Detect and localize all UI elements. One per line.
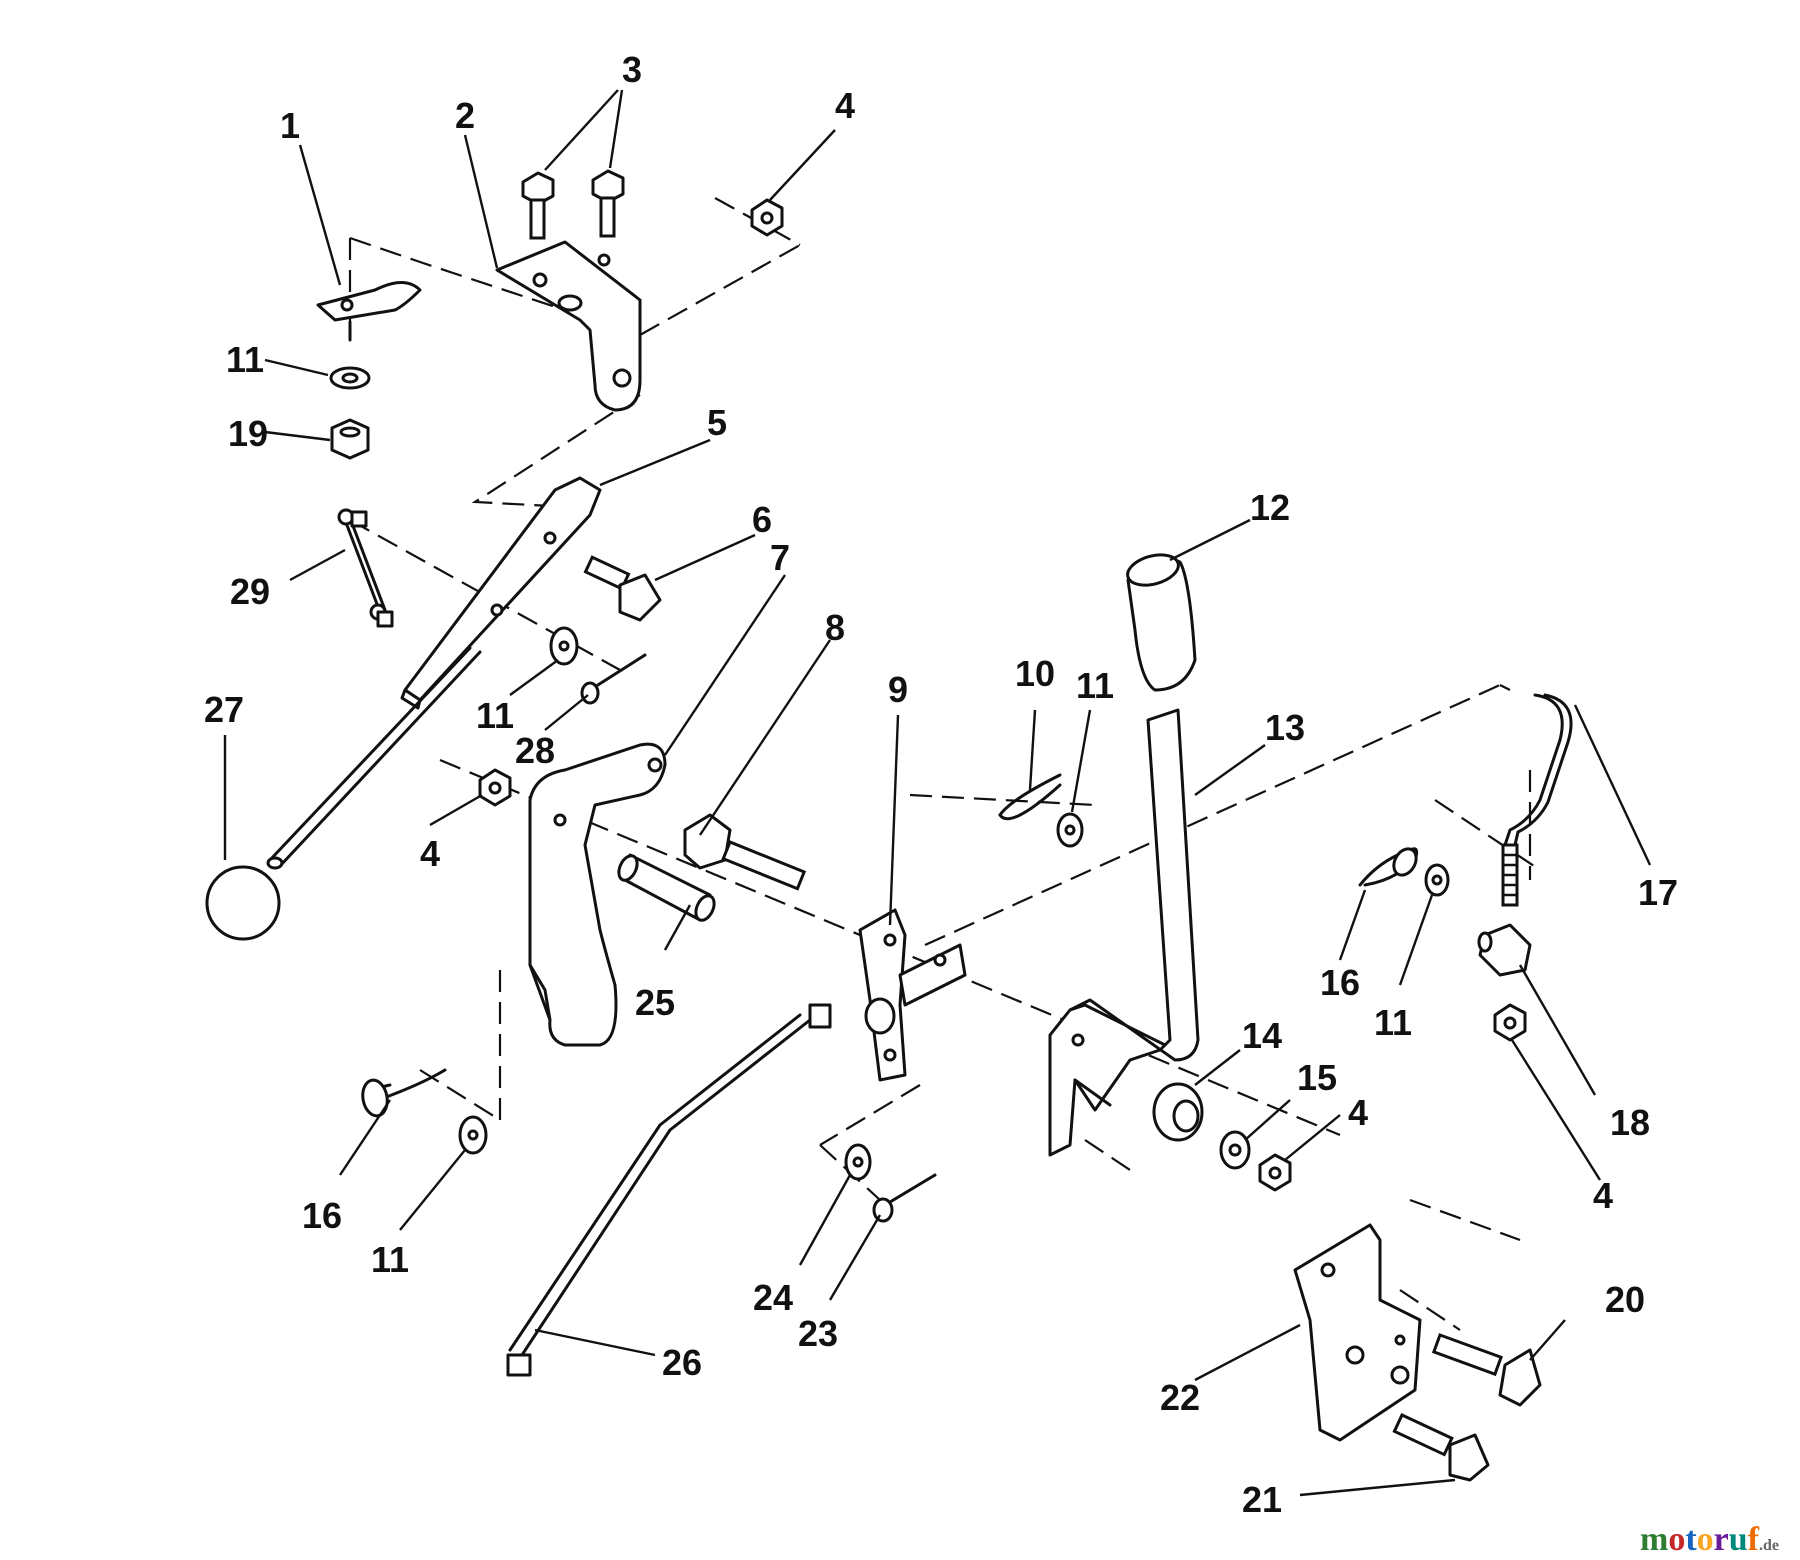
callout-7: 7 xyxy=(770,537,790,578)
callout-4-top: 4 xyxy=(835,85,855,126)
part-22-bracket xyxy=(1293,1223,1422,1442)
callout-4-b: 4 xyxy=(420,833,440,874)
part-12-grip xyxy=(1126,553,1197,692)
callout-14: 14 xyxy=(1242,1015,1282,1056)
callout-17: 17 xyxy=(1638,872,1678,913)
wm-suffix: .de xyxy=(1759,1537,1779,1554)
callout-10: 10 xyxy=(1015,653,1055,694)
callout-11-c: 11 xyxy=(1076,665,1114,706)
callout-12: 12 xyxy=(1250,487,1290,528)
part-4-nuts xyxy=(478,198,1527,1192)
wm-letter-3: o xyxy=(1697,1521,1714,1558)
part-11-washers xyxy=(329,366,1450,1155)
part-26-link xyxy=(506,1003,832,1377)
wm-letter-1: o xyxy=(1668,1521,1685,1558)
callout-25: 25 xyxy=(635,982,675,1023)
part-5-lever xyxy=(266,476,602,870)
callout-20: 20 xyxy=(1605,1279,1645,1320)
part-15-washer xyxy=(1219,1130,1251,1170)
part-20-bolt xyxy=(1431,1333,1542,1407)
part-25-spacer xyxy=(617,853,716,922)
callout-4-d: 4 xyxy=(1593,1175,1613,1216)
callout-6: 6 xyxy=(752,499,772,540)
callout-11-a: 11 xyxy=(226,339,264,380)
callout-16-b: 16 xyxy=(302,1195,342,1236)
callout-28: 28 xyxy=(515,730,555,771)
part-10-pin xyxy=(998,773,1062,821)
callout-15: 15 xyxy=(1297,1057,1337,1098)
part-8-bolt xyxy=(683,813,807,891)
part-3-bolts xyxy=(521,169,625,240)
callout-26: 26 xyxy=(662,1342,702,1383)
callout-11-d: 11 xyxy=(1374,1002,1412,1043)
part-14-bushing xyxy=(1152,1082,1204,1142)
part-21-bolt xyxy=(1392,1413,1490,1482)
callout-16-a: 16 xyxy=(1320,962,1360,1003)
part-13-lever xyxy=(1048,708,1200,1157)
callout-11-b: 11 xyxy=(476,695,514,736)
part-18-ferrule xyxy=(1477,923,1532,977)
callout-13: 13 xyxy=(1265,707,1305,748)
leader-lines xyxy=(223,89,1652,1497)
wm-letter-4: r xyxy=(1714,1521,1729,1558)
callout-19: 19 xyxy=(228,413,268,454)
callout-2: 2 xyxy=(455,95,475,136)
callout-29: 29 xyxy=(230,571,270,612)
part-28-pin xyxy=(580,653,647,705)
callout-27: 27 xyxy=(204,689,244,730)
callout-22: 22 xyxy=(1160,1377,1200,1418)
callout-8: 8 xyxy=(825,607,845,648)
part-19-nut xyxy=(330,418,370,460)
callout-5: 5 xyxy=(707,402,727,443)
callout-1: 1 xyxy=(280,105,300,146)
part-6-bolt xyxy=(583,555,662,622)
brand-watermark: motoruf.de xyxy=(1640,1521,1779,1558)
callout-3: 3 xyxy=(622,49,642,90)
callout-24: 24 xyxy=(753,1277,793,1318)
callout-11-e: 11 xyxy=(371,1239,409,1280)
callout-23: 23 xyxy=(798,1313,838,1354)
part-17-rod xyxy=(1501,693,1573,907)
part-1-clip xyxy=(316,281,422,342)
callout-18: 18 xyxy=(1610,1102,1650,1143)
wm-letter-0: m xyxy=(1640,1521,1668,1558)
callout-9: 9 xyxy=(888,669,908,710)
part-27-knob xyxy=(205,865,281,941)
callout-21: 21 xyxy=(1242,1479,1282,1520)
part-24-washer xyxy=(844,1143,872,1181)
wm-letter-2: t xyxy=(1685,1521,1697,1558)
part-7-plate xyxy=(528,742,667,1047)
part-16-clips xyxy=(361,847,1419,1118)
callout-4-c: 4 xyxy=(1348,1092,1368,1133)
part-2-bracket xyxy=(495,240,642,412)
callout-labels: 1 2 3 4 11 19 5 29 6 7 27 11 28 4 8 9 10… xyxy=(204,49,1678,1520)
part-29-link xyxy=(337,508,394,628)
wm-letter-6: f xyxy=(1748,1521,1760,1558)
part-9-pivot xyxy=(858,908,967,1082)
part-23-pin xyxy=(872,1173,937,1223)
wm-letter-5: u xyxy=(1729,1521,1748,1558)
